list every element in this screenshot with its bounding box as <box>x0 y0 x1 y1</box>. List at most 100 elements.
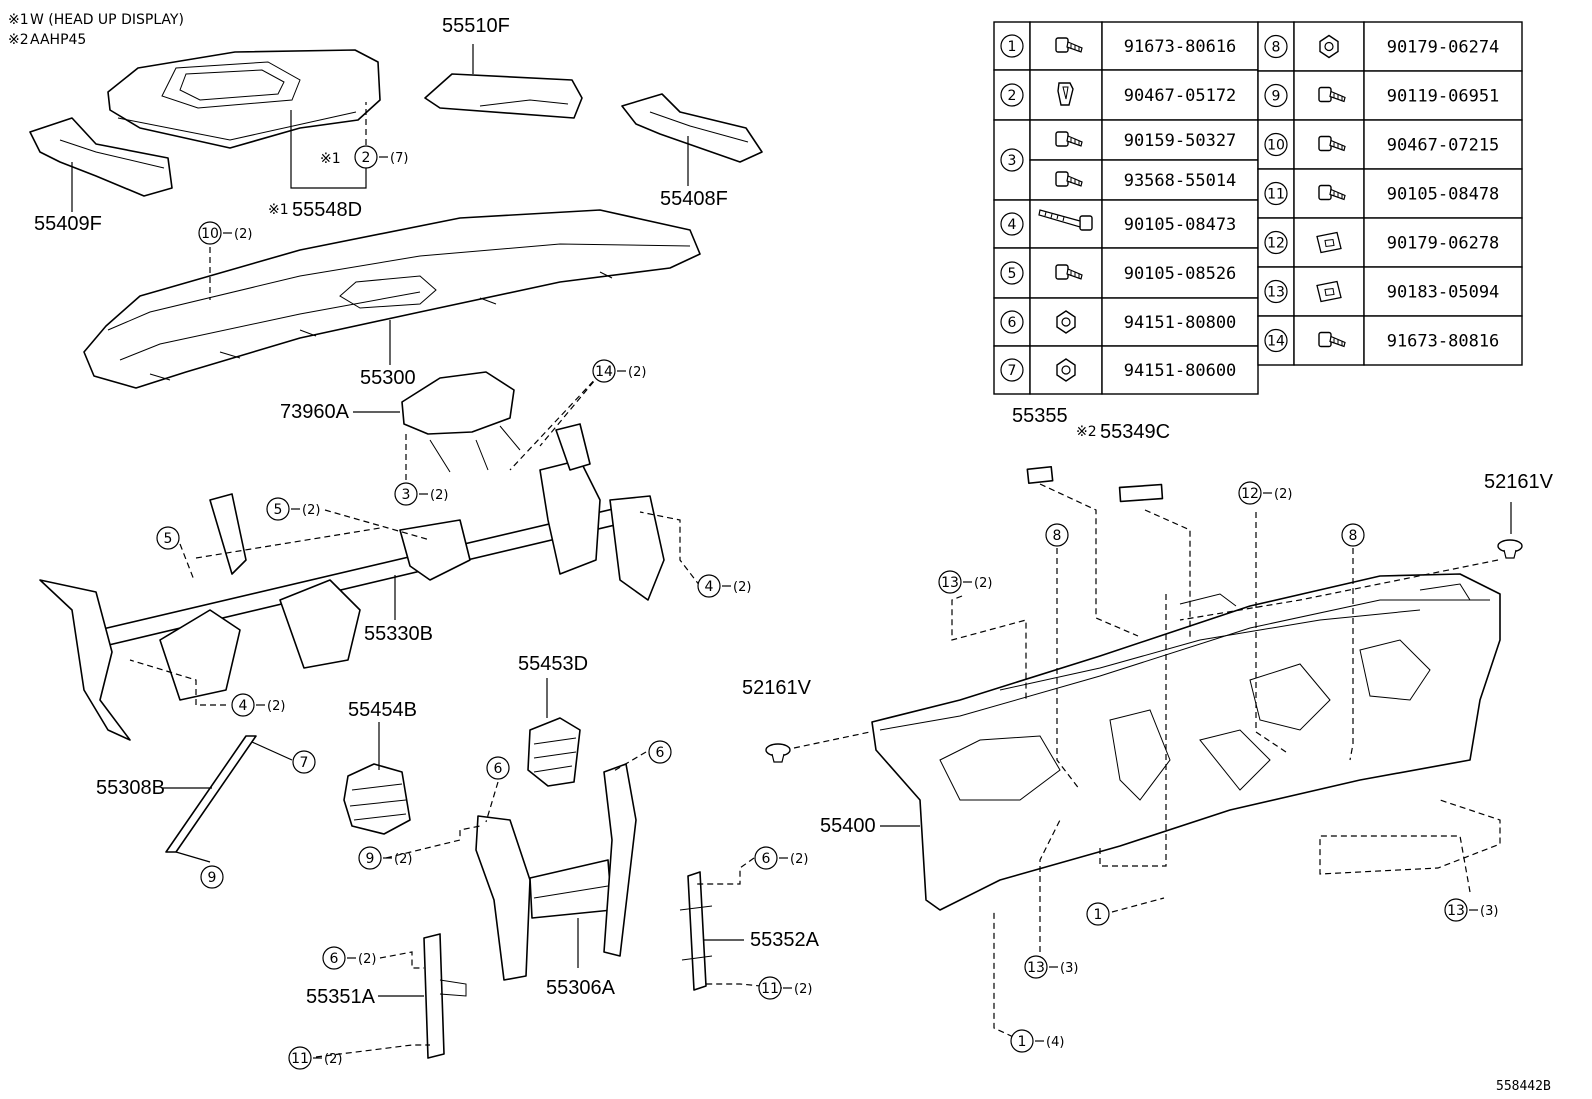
fastener-part-number: 90159-50327 <box>1124 131 1237 151</box>
svg-text:2: 2 <box>1008 88 1017 104</box>
svg-text:9: 9 <box>366 851 375 867</box>
svg-text:13: 13 <box>1447 903 1465 919</box>
fastener-part-number: 91673-80616 <box>1124 37 1237 57</box>
svg-text:4: 4 <box>239 698 248 714</box>
fastener-part-number: 90119-06951 <box>1387 87 1500 107</box>
svg-text:(2): (2) <box>267 699 285 714</box>
svg-text:(7): (7) <box>390 151 408 166</box>
svg-text:W (HEAD UP DISPLAY): W (HEAD UP DISPLAY) <box>30 12 184 28</box>
svg-text:1: 1 <box>1094 907 1103 923</box>
svg-text:10: 10 <box>1267 138 1285 154</box>
callout-13: 13 (3) <box>1444 898 1498 922</box>
svg-text:5: 5 <box>274 502 283 518</box>
fastener-part-number: 90105-08478 <box>1387 185 1500 205</box>
callout-6: 6(2) <box>322 946 376 970</box>
callout-9: 9 <box>200 865 224 889</box>
callout-5: 5 <box>156 526 180 550</box>
svg-text:11: 11 <box>291 1051 309 1067</box>
part-55330B-drawing <box>39 423 665 741</box>
svg-text:2: 2 <box>362 150 371 166</box>
svg-text:8: 8 <box>1272 40 1281 56</box>
fastener-part-number: 91673-80816 <box>1387 332 1500 352</box>
part-55400-drawing <box>871 573 1501 911</box>
svg-text:6: 6 <box>656 745 665 761</box>
svg-text:(2): (2) <box>324 1052 342 1067</box>
svg-text:7: 7 <box>300 755 309 771</box>
svg-text:3: 3 <box>1008 153 1017 169</box>
part-55300-drawing <box>83 209 701 389</box>
svg-text:(2): (2) <box>234 227 252 242</box>
svg-text:7: 7 <box>1008 363 1017 379</box>
svg-text:5: 5 <box>1008 266 1017 282</box>
svg-text:11: 11 <box>761 981 779 997</box>
callout-1: 1 <box>1086 902 1110 926</box>
svg-text:(2): (2) <box>733 580 751 595</box>
part-55510F-drawing <box>424 73 583 119</box>
leader-lines <box>71 44 1512 1058</box>
svg-text:(2): (2) <box>628 365 646 380</box>
callout-13: 13 (2) <box>938 570 992 594</box>
svg-text:(2): (2) <box>302 503 320 518</box>
svg-text:13: 13 <box>941 575 959 591</box>
svg-text:(4): (4) <box>1046 1035 1064 1050</box>
part-55308B-drawing <box>165 735 257 853</box>
label-55352A: 55352A <box>750 929 820 951</box>
svg-text:(2): (2) <box>974 576 992 591</box>
label-55400: 55400 <box>820 815 876 837</box>
callout-8: 8 <box>1045 523 1069 547</box>
svg-text:(2): (2) <box>794 982 812 997</box>
label-55351A: 55351A <box>306 986 376 1008</box>
callout-12: 12(2) <box>1238 481 1292 505</box>
part-55306A-drawing <box>475 763 637 981</box>
svg-text:1: 1 <box>1008 39 1017 55</box>
fastener-row-7: 7 94151-80600 <box>993 345 1259 395</box>
fastener-part-number: 94151-80800 <box>1124 313 1237 333</box>
svg-text:AAHP45: AAHP45 <box>30 32 86 48</box>
fastener-row-1: 1 91673-80616 <box>993 21 1259 71</box>
svg-text:14: 14 <box>595 364 613 380</box>
svg-text:5: 5 <box>164 531 173 547</box>
callout-6: 6(2) <box>754 846 808 870</box>
label-55408F: 55408F <box>660 188 728 210</box>
label-55330B: 55330B <box>364 623 433 645</box>
fastener-part-number: 90467-07215 <box>1387 136 1500 156</box>
callout-8: 8 <box>1341 523 1365 547</box>
part-55408F-drawing <box>621 93 763 163</box>
label-52161V-right: 52161V <box>1484 471 1554 493</box>
svg-text:12: 12 <box>1241 486 1259 502</box>
callout-5: 5 (2) <box>266 497 320 521</box>
label-55409F: 55409F <box>34 213 102 235</box>
svg-text:8: 8 <box>1053 528 1062 544</box>
label-52161V-mid: 52161V <box>742 677 812 699</box>
part-55355-drawing <box>1026 465 1054 485</box>
label-55454B: 55454B <box>348 699 417 721</box>
callout-6: 6 <box>486 756 510 780</box>
svg-text:6: 6 <box>762 851 771 867</box>
fastener-part-number: 90105-08526 <box>1124 264 1237 284</box>
svg-text:10: 10 <box>201 226 219 242</box>
label-55308B: 55308B <box>96 777 165 799</box>
svg-text:4: 4 <box>705 579 714 595</box>
svg-text:12: 12 <box>1267 236 1285 252</box>
callout-3: 3(2) <box>394 482 448 506</box>
callout-7: 7 <box>292 750 316 774</box>
callout-4: 4 (2) <box>697 574 751 598</box>
callout-13: 13 (3) <box>1024 955 1078 979</box>
fastener-part-number: 93568-55014 <box>1124 171 1237 191</box>
callout-4: 4 (2) <box>231 693 285 717</box>
svg-text:11: 11 <box>1267 187 1285 203</box>
svg-text:9: 9 <box>1272 89 1281 105</box>
svg-text:8: 8 <box>1349 528 1358 544</box>
svg-text:4: 4 <box>1008 217 1017 233</box>
svg-text:6: 6 <box>494 761 503 777</box>
fastener-part-number: 94151-80600 <box>1124 361 1237 381</box>
part-55351A-drawing <box>423 933 467 1059</box>
svg-text:(3): (3) <box>1480 904 1498 919</box>
svg-text:(3): (3) <box>1060 961 1078 976</box>
svg-text:13: 13 <box>1027 960 1045 976</box>
svg-text:※1: ※1 <box>8 12 29 28</box>
